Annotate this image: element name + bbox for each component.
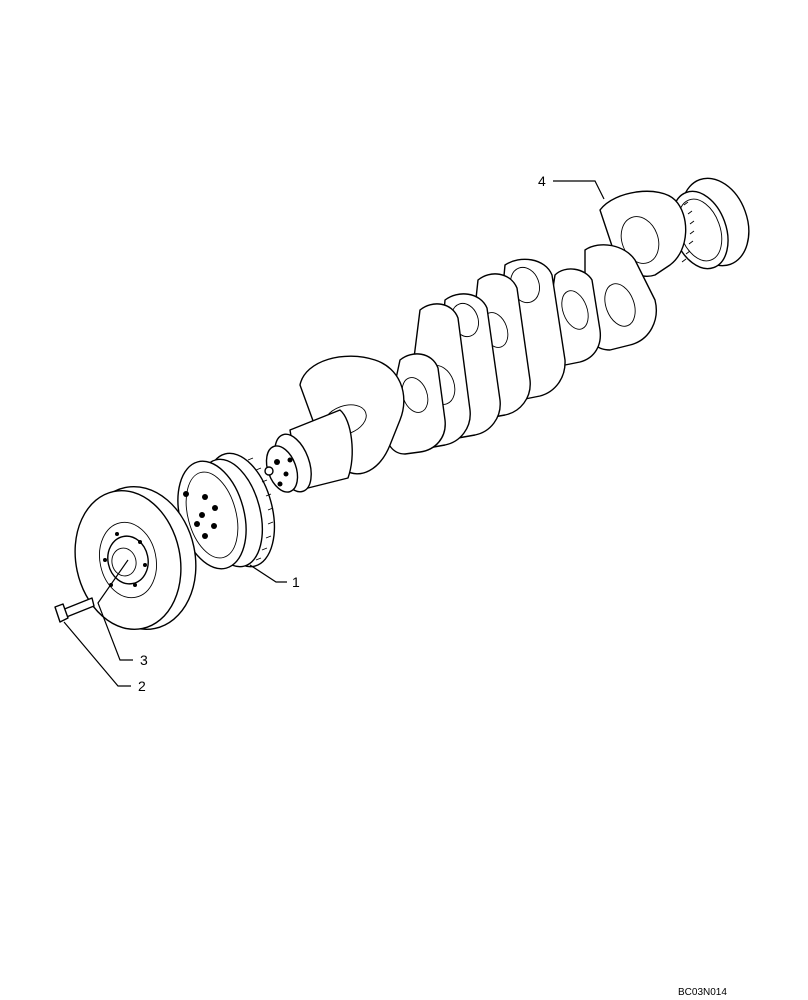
callout-label-3: 3 [140,652,148,668]
damper-bolt [54,597,95,623]
callout-label-2: 2 [138,678,146,694]
callout-3: 3 [97,559,148,668]
pulley-hub [177,452,276,570]
callout-label-1: 1 [292,574,300,590]
crankshaft-nose [264,409,353,493]
drawing-reference-code: BC03N014 [678,987,727,998]
crankshaft-webs [299,190,687,475]
crankshaft-rear-gear [671,177,750,270]
crankshaft [264,177,750,493]
callout-label-4: 4 [538,173,546,189]
callout-4: 4 [538,173,605,200]
callout-1: 1 [249,564,300,590]
callout-2: 2 [63,621,146,694]
